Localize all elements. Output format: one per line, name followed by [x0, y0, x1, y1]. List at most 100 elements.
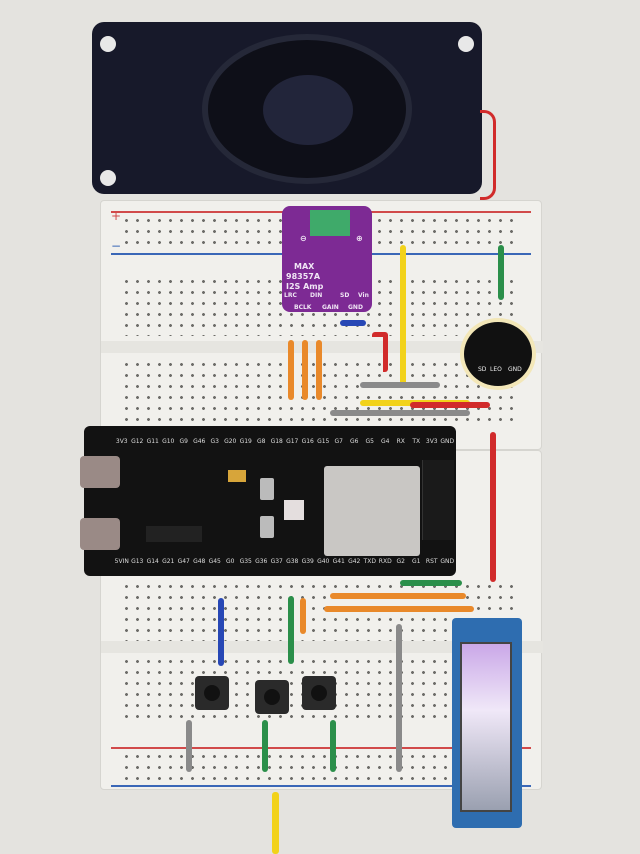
amp-title-1: MAX [294, 262, 315, 271]
wire-orange [302, 340, 308, 400]
pin-label: G19 [239, 438, 252, 445]
wire-orange [330, 593, 466, 599]
pin-label: RST [425, 558, 438, 565]
pin-label: G16 [301, 438, 314, 445]
speaker-mount-hole [100, 36, 116, 52]
pin-label: G6 [350, 438, 359, 445]
pin-label: G20 [224, 438, 237, 445]
pin-label: G40 [317, 558, 330, 565]
speaker [92, 22, 482, 194]
pin-label: TXD [363, 558, 376, 565]
wire-blue [218, 598, 224, 666]
pin-label: G3 [210, 438, 219, 445]
speaker-wire-red [480, 110, 496, 200]
pin-gain: GAIN [322, 304, 339, 311]
wire-orange [300, 598, 306, 634]
wire-red [410, 402, 490, 408]
push-button[interactable] [195, 676, 229, 710]
pin-label: G12 [131, 438, 144, 445]
wire-green [330, 720, 336, 772]
wire-yellow [272, 792, 279, 854]
usb-c-port[interactable] [80, 518, 120, 550]
pin-label: G2 [396, 558, 405, 565]
mic-label-sd: SD [478, 366, 487, 373]
pin-label: RXD [378, 558, 392, 565]
wire-orange [288, 340, 294, 400]
wire-orange [324, 606, 474, 612]
mic-label-leo: LEO [490, 366, 502, 373]
wire-green [400, 580, 462, 586]
rail-minus-label: − [111, 239, 122, 253]
pin-label: 5VIN [114, 558, 129, 565]
push-button[interactable] [255, 680, 289, 714]
wire-red [490, 432, 496, 582]
pin-bclk: BCLK [294, 304, 312, 311]
antenna [422, 460, 454, 540]
reset-button[interactable] [260, 516, 274, 538]
pin-label: G1 [412, 558, 421, 565]
pin-label: G4 [381, 438, 390, 445]
pin-label: RX [396, 438, 405, 445]
usb-c-port[interactable] [80, 456, 120, 488]
terminal-minus: ⊖ [300, 234, 307, 243]
pin-label: G10 [162, 438, 175, 445]
wire-gray [186, 720, 192, 772]
pin-label: G17 [286, 438, 299, 445]
pin-vin: Vin [358, 292, 369, 299]
pin-label: TX [412, 438, 421, 445]
wire-gray [330, 410, 470, 416]
wire-green [288, 596, 294, 664]
wire-yellow [400, 245, 406, 385]
pin-label: G47 [177, 558, 190, 565]
wire-green [498, 245, 504, 300]
pin-label: G39 [301, 558, 314, 565]
pin-label: G21 [162, 558, 175, 565]
pin-label: G48 [193, 558, 206, 565]
pin-label: 3V3 [115, 438, 128, 445]
max98357a-amp-board: ⊖ ⊕ MAX 98357A I2S Amp LRC DIN SD Vin BC… [282, 206, 372, 312]
wire-green [262, 720, 268, 772]
pin-label: G7 [334, 438, 343, 445]
capacitor [228, 470, 246, 482]
pin-gnd: GND [348, 304, 363, 311]
pin-din: DIN [310, 292, 323, 299]
pin-label: G15 [317, 438, 330, 445]
pin-label: G37 [270, 558, 283, 565]
pin-label: G14 [146, 558, 159, 565]
pin-label: G38 [286, 558, 299, 565]
pin-label: G9 [179, 438, 188, 445]
pin-label: G45 [208, 558, 221, 565]
pin-label: G8 [257, 438, 266, 445]
terminal-plus: ⊕ [356, 234, 363, 243]
speaker-cone [202, 34, 412, 184]
rgb-led [284, 500, 304, 520]
mic-label-gnd: GND [508, 366, 522, 373]
i2s-microphone-board: SD LEO GND [460, 318, 536, 390]
wire-gray [396, 624, 402, 772]
pin-label: G36 [255, 558, 268, 565]
pin-label: G35 [239, 558, 252, 565]
push-button[interactable] [302, 676, 336, 710]
pin-label: GND [440, 558, 455, 565]
speaker-mount-hole [458, 36, 474, 52]
wire-red [372, 332, 388, 372]
speaker-mount-hole [100, 170, 116, 186]
boot-button[interactable] [260, 478, 274, 500]
wire-blue [340, 320, 366, 326]
pin-label: 3V3 [425, 438, 438, 445]
pin-label: G42 [348, 558, 361, 565]
amp-title-2: 98357A [286, 272, 321, 281]
esp32-module-shield [324, 466, 420, 556]
pin-label: GND [440, 438, 455, 445]
oled-screen [460, 642, 512, 812]
pin-label: G13 [131, 558, 144, 565]
screw-terminal [310, 210, 350, 236]
rail-plus-label: + [111, 209, 122, 223]
pin-label: G46 [193, 438, 206, 445]
pin-label: G0 [226, 558, 235, 565]
pin-lrc: LRC [284, 292, 297, 299]
wire-gray [360, 382, 440, 388]
